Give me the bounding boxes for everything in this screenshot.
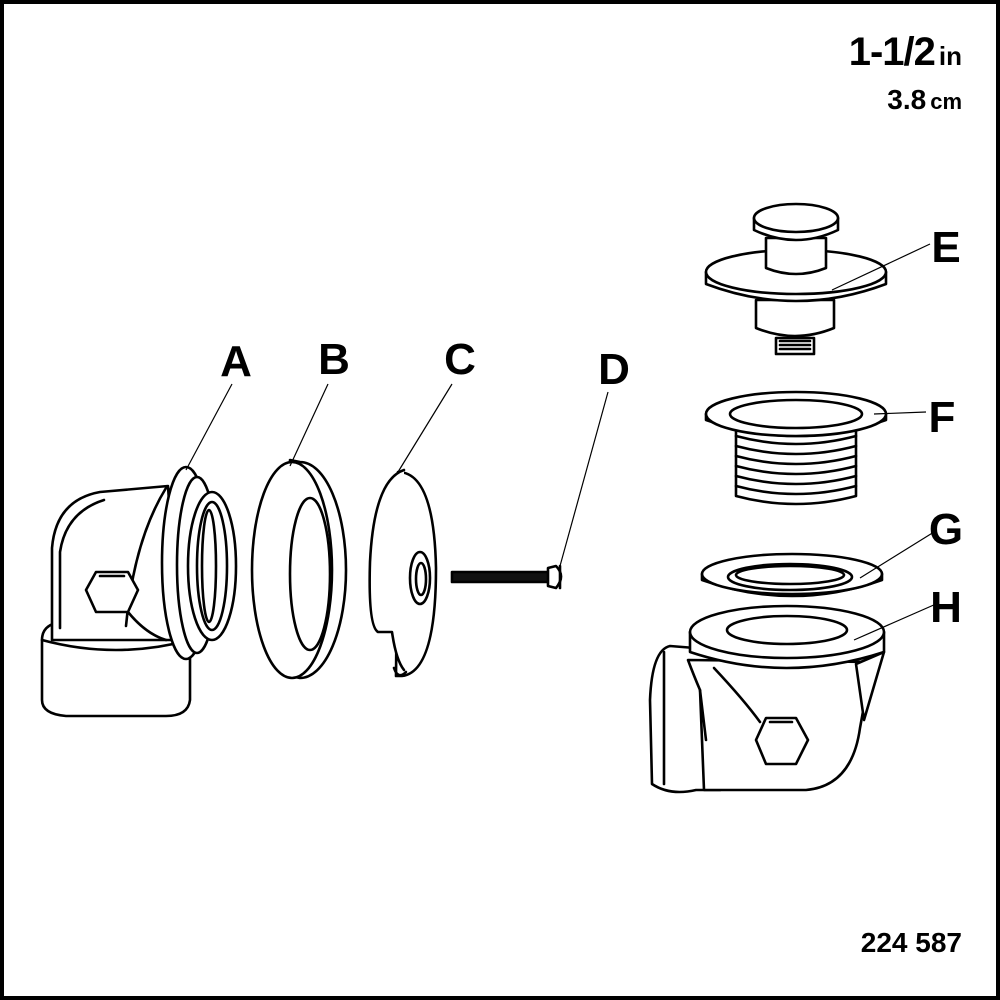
part-e-stopper bbox=[704, 202, 888, 356]
part-b-gasket bbox=[250, 458, 348, 680]
leader-line-a bbox=[185, 383, 233, 471]
leader-line-f bbox=[873, 411, 927, 415]
part-h-drain-body bbox=[648, 604, 886, 794]
callout-b: B bbox=[318, 335, 350, 384]
size-metric-unit: cm bbox=[930, 89, 962, 114]
callout-e: E bbox=[931, 223, 960, 272]
part-number: 224 587 bbox=[860, 927, 962, 958]
callout-g: G bbox=[929, 505, 963, 554]
callout-h: H bbox=[930, 583, 962, 632]
size-metric-value: 3.8 bbox=[887, 84, 927, 115]
callout-d: D bbox=[598, 345, 630, 394]
leader-line-b bbox=[289, 383, 329, 467]
leader-line-c bbox=[397, 383, 453, 473]
leader-line-e bbox=[831, 243, 931, 291]
part-c-overflow-plate bbox=[368, 468, 438, 678]
callout-f: F bbox=[929, 393, 956, 442]
leader-line-h bbox=[853, 603, 937, 641]
leader-line-g bbox=[859, 531, 935, 579]
leader-line-d bbox=[559, 391, 609, 567]
part-a-elbow-fitting bbox=[40, 465, 238, 718]
callout-c: C bbox=[444, 335, 476, 384]
callout-a: A bbox=[220, 337, 252, 386]
leader-lines bbox=[185, 243, 937, 641]
part-f-drain-flange bbox=[704, 390, 888, 506]
part-g-washer bbox=[700, 552, 884, 598]
size-imperial-unit: in bbox=[938, 41, 962, 71]
part-d-screw bbox=[450, 564, 563, 590]
size-imperial-value: 1-1/2 bbox=[848, 30, 936, 74]
